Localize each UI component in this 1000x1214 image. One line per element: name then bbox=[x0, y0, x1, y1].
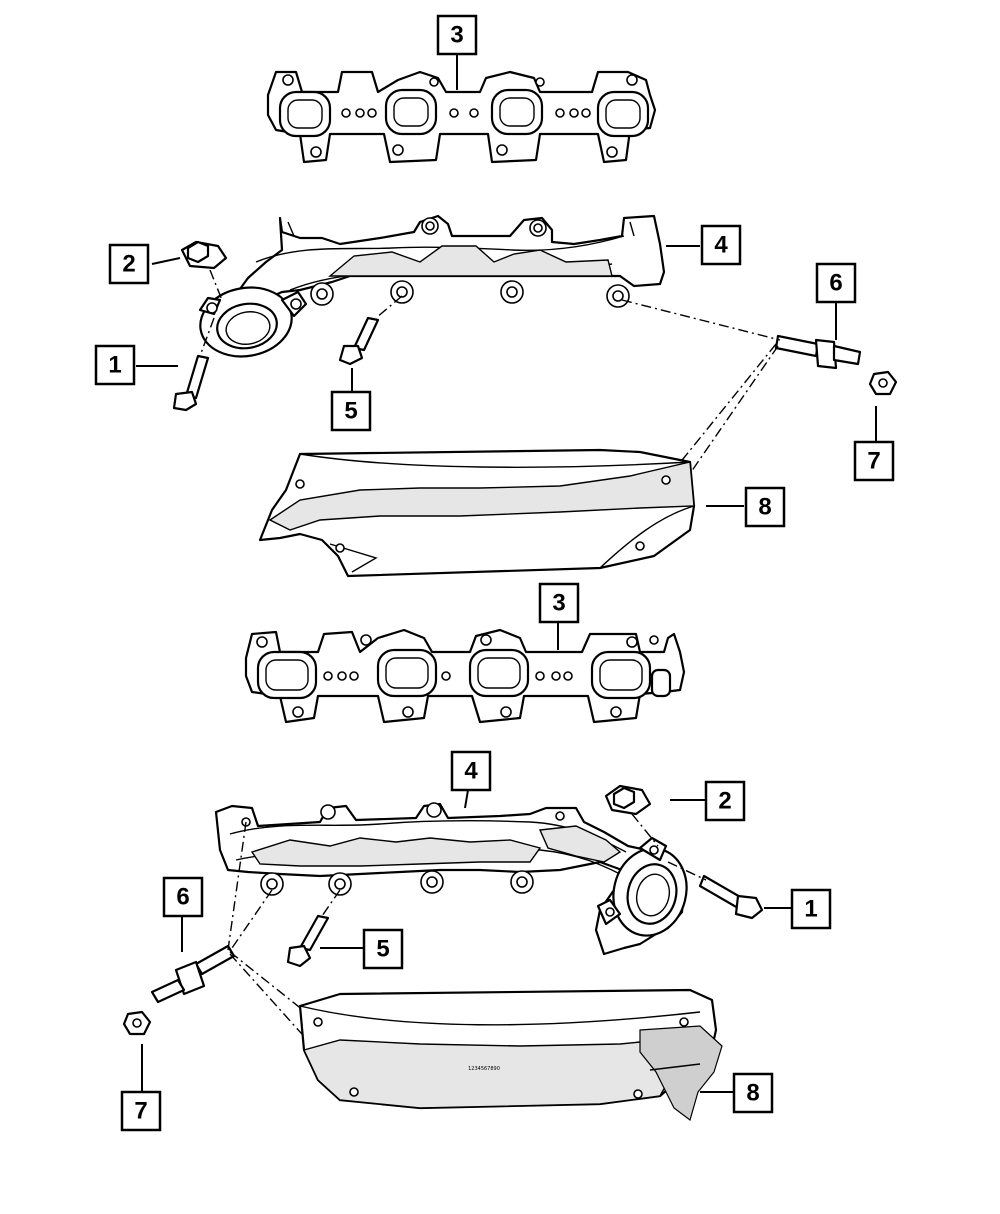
callout-4-lower: 4 bbox=[450, 750, 492, 792]
callout-7-lower-label: 7 bbox=[134, 1098, 147, 1125]
callout-5-lower: 5 bbox=[362, 928, 404, 970]
callout-7-upper: 7 bbox=[853, 440, 895, 482]
callout-6-upper: 6 bbox=[815, 262, 857, 304]
callout-1-upper-label: 1 bbox=[108, 352, 121, 379]
callout-3-upper: 3 bbox=[436, 14, 478, 56]
callout-1-upper: 1 bbox=[94, 344, 136, 386]
leader-lines bbox=[136, 54, 877, 1093]
callout-4-upper-label: 4 bbox=[714, 232, 728, 259]
callout-8-lower: 8 bbox=[732, 1072, 774, 1114]
callout-7-upper-label: 7 bbox=[867, 448, 880, 475]
upper-exhaust-manifold bbox=[198, 214, 666, 358]
upper-stud-nut bbox=[868, 370, 898, 396]
callout-3-upper-label: 3 bbox=[450, 22, 463, 49]
callout-1-lower-label: 1 bbox=[804, 896, 817, 923]
lower-gasket bbox=[244, 628, 686, 724]
upper-stud bbox=[774, 334, 862, 370]
callout-3-lower-label: 3 bbox=[552, 590, 565, 617]
callout-6-lower-label: 6 bbox=[176, 884, 189, 911]
callout-2-lower-label: 2 bbox=[718, 788, 731, 815]
callout-8-lower-label: 8 bbox=[746, 1080, 759, 1107]
upper-alignment-lines bbox=[199, 269, 781, 547]
callout-2-upper-label: 2 bbox=[122, 251, 135, 278]
callout-6-upper-label: 6 bbox=[829, 270, 842, 297]
callout-2-lower: 2 bbox=[704, 780, 746, 822]
callout-8-upper: 8 bbox=[744, 486, 786, 528]
callout-6-lower: 6 bbox=[162, 876, 204, 918]
lower-exhaust-manifold bbox=[214, 802, 688, 956]
lower-bolt-1 bbox=[698, 874, 764, 920]
callout-1-lower: 1 bbox=[790, 888, 832, 930]
lower-stud-nut bbox=[122, 1010, 152, 1036]
callout-7-lower: 7 bbox=[120, 1090, 162, 1132]
callout-5-upper-label: 5 bbox=[344, 398, 357, 425]
upper-gasket bbox=[266, 70, 657, 164]
lower-heat-shield: 1234567890 bbox=[298, 988, 723, 1122]
callout-4-lower-label: 4 bbox=[464, 758, 478, 785]
upper-bolt-5 bbox=[338, 316, 380, 366]
upper-heat-shield bbox=[258, 448, 696, 578]
callout-3-lower: 3 bbox=[538, 582, 580, 624]
callout-2-upper: 2 bbox=[108, 243, 150, 285]
lower-nut bbox=[604, 784, 652, 816]
callout-8-upper-label: 8 bbox=[758, 494, 771, 521]
callout-5-lower-label: 5 bbox=[376, 936, 389, 963]
callout-5-upper: 5 bbox=[330, 390, 372, 432]
upper-nut bbox=[180, 240, 228, 270]
shield-marking: 1234567890 bbox=[468, 1066, 500, 1072]
callout-4-upper: 4 bbox=[700, 224, 742, 266]
lower-bolt-5 bbox=[286, 914, 330, 968]
upper-bolt-1 bbox=[172, 354, 210, 412]
lower-stud bbox=[150, 944, 236, 1004]
